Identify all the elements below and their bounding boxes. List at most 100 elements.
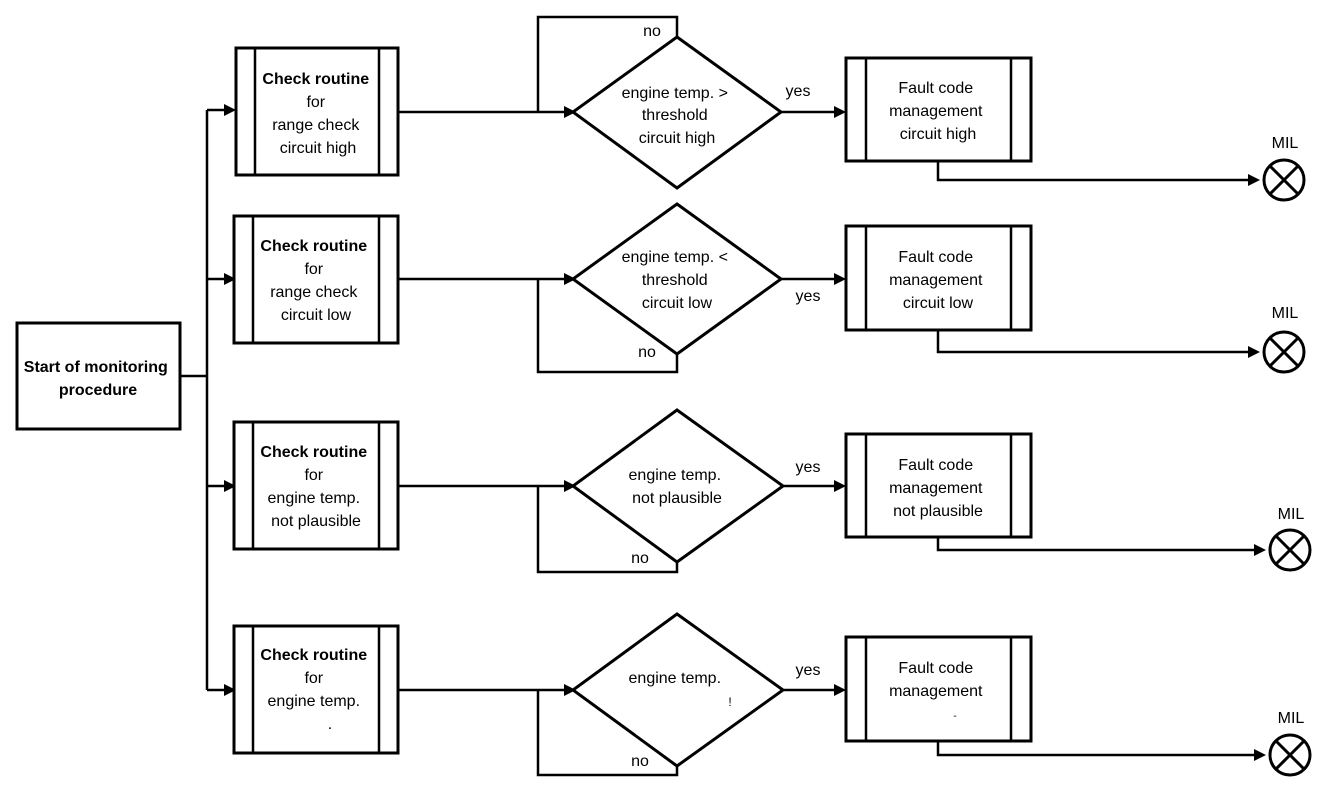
- fault-code-line-2: management: [889, 103, 983, 120]
- yes-connector: yes: [781, 273, 846, 305]
- fault-code-line-3: circuit high: [900, 126, 976, 143]
- yes-label: yes: [786, 83, 811, 100]
- decision-diamond: engine temp. not plausible: [570, 408, 786, 564]
- decision-diamond: engine temp. < threshold circuit low: [570, 202, 784, 356]
- trunk-connectors: [180, 104, 236, 696]
- connector-check-to-decision: [398, 480, 576, 492]
- fault-code-box: Fault code management circuit high: [844, 56, 1033, 163]
- fault-code-line-1: Fault code: [898, 249, 973, 266]
- mil-label: MIL: [1272, 135, 1299, 152]
- decision-diamond: engine temp. > threshold circuit high: [570, 35, 784, 190]
- check-routine-box: Check routine for engine temp. not plaus…: [232, 420, 400, 551]
- check-routine-line-3: range check: [272, 117, 360, 134]
- mil-lamp-icon: MIL: [1268, 506, 1312, 572]
- fault-code-box: Fault code management -: [844, 635, 1033, 743]
- flow-row-4: Check routine for engine temp. . no engi…: [232, 612, 1312, 777]
- svg-text:Fault code management: Fault code management circuit low: [889, 249, 987, 312]
- check-routine-line-4: .: [328, 716, 332, 733]
- fault-code-line-2: management: [889, 480, 983, 497]
- decision-line-1: engine temp.: [629, 467, 722, 484]
- decision-diamond: engine temp. !: [570, 612, 786, 768]
- check-routine-box: Check routine for engine temp. .: [232, 624, 400, 755]
- svg-text:Check routine for: Check routine for range check circuit lo…: [260, 238, 371, 324]
- check-routine-line-4: circuit low: [281, 307, 352, 324]
- yes-label: yes: [796, 459, 821, 476]
- connector-to-lamp: [936, 161, 1260, 186]
- no-label: no: [643, 23, 661, 40]
- check-routine-title: Check routine: [260, 444, 367, 461]
- check-routine-line-2: for: [304, 467, 323, 484]
- no-loop: no: [536, 15, 679, 112]
- connector-to-lamp: [936, 330, 1260, 358]
- start-label-line-1: Start of monitoring: [24, 359, 168, 376]
- svg-text:engine temp. !: engine temp. !: [629, 670, 732, 709]
- svg-text:engine temp. < thresho: engine temp. < threshold circuit low: [622, 249, 733, 312]
- check-routine-line-3: engine temp.: [268, 490, 361, 507]
- yes-connector: yes: [783, 459, 846, 492]
- yes-connector: yes: [783, 662, 846, 696]
- no-label: no: [638, 344, 656, 361]
- fault-code-line-2: management: [889, 272, 983, 289]
- check-routine-title: Check routine: [262, 71, 369, 88]
- connector-to-lamp: [936, 741, 1266, 761]
- decision-line-1: engine temp.: [629, 670, 722, 687]
- check-routine-line-3: range check: [270, 284, 358, 301]
- fault-code-line-3: not plausible: [893, 503, 983, 520]
- svg-text:engine temp. > thresho: engine temp. > threshold circuit high: [622, 85, 733, 147]
- fault-code-line-1: Fault code: [898, 660, 973, 677]
- decision-line-1: engine temp. >: [622, 85, 728, 102]
- check-routine-line-2: for: [304, 670, 323, 687]
- no-loop: no: [536, 279, 679, 374]
- decision-line-2: threshold: [642, 272, 708, 289]
- check-routine-line-2: for: [304, 261, 323, 278]
- fault-code-line-3: -: [953, 711, 956, 722]
- decision-line-2: threshold: [642, 107, 708, 124]
- check-routine-box: Check routine for range check circuit hi…: [234, 46, 400, 177]
- mil-lamp-icon: MIL: [1262, 305, 1306, 374]
- mil-label: MIL: [1278, 710, 1305, 727]
- svg-text:Fault code management: Fault code management not plausible: [889, 457, 987, 520]
- check-routine-title: Check routine: [260, 238, 367, 255]
- check-routine-box: Check routine for range check circuit lo…: [232, 214, 400, 345]
- start-node: Start of monitoring procedure: [15, 321, 182, 431]
- flow-row-2: Check routine for range check circuit lo…: [232, 202, 1306, 374]
- decision-line-2: not plausible: [632, 490, 722, 507]
- flow-row-3: Check routine for engine temp. not plaus…: [232, 408, 1312, 574]
- flow-row-1: Check routine for range check circuit hi…: [234, 15, 1306, 202]
- svg-text:Check routine for: Check routine for engine temp. not plaus…: [260, 444, 371, 530]
- no-loop: no: [536, 486, 679, 574]
- connector-to-lamp: [936, 537, 1266, 556]
- svg-text:Fault code management: Fault code management circuit high: [889, 80, 987, 143]
- fault-code-line-2: management: [889, 683, 983, 700]
- no-label: no: [631, 753, 649, 770]
- check-routine-line-4: circuit high: [280, 140, 356, 157]
- no-loop: no: [536, 690, 679, 777]
- decision-line-2: !: [728, 695, 731, 709]
- mil-label: MIL: [1278, 506, 1305, 523]
- svg-text:engine temp. not plaus: engine temp. not plausible: [629, 467, 726, 507]
- check-routine-line-4: not plausible: [271, 513, 361, 530]
- check-routine-title: Check routine: [260, 647, 367, 664]
- check-routine-line-2: for: [306, 94, 325, 111]
- check-routine-line-3: engine temp.: [268, 693, 361, 710]
- fault-code-box: Fault code management circuit low: [844, 224, 1033, 332]
- mil-lamp-icon: MIL: [1262, 135, 1306, 202]
- yes-label: yes: [796, 662, 821, 679]
- yes-label: yes: [796, 288, 821, 305]
- yes-connector: yes: [781, 83, 846, 118]
- svg-text:Start of monitoring proc: Start of monitoring procedure: [24, 359, 172, 399]
- decision-line-3: circuit low: [642, 295, 713, 312]
- svg-text:Check routine for: Check routine for range check circuit hi…: [262, 71, 373, 157]
- connector-check-to-decision: [398, 273, 576, 285]
- fault-code-line-1: Fault code: [898, 80, 973, 97]
- connector-check-to-decision: [398, 684, 576, 696]
- fault-code-line-3: circuit low: [903, 295, 974, 312]
- mil-label: MIL: [1272, 305, 1299, 322]
- mil-lamp-icon: MIL: [1268, 710, 1312, 777]
- start-label-line-2: procedure: [59, 382, 137, 399]
- svg-text:Fault code management: Fault code management -: [889, 660, 987, 722]
- fault-code-line-1: Fault code: [898, 457, 973, 474]
- connector-check-to-decision: [398, 106, 576, 118]
- no-label: no: [631, 550, 649, 567]
